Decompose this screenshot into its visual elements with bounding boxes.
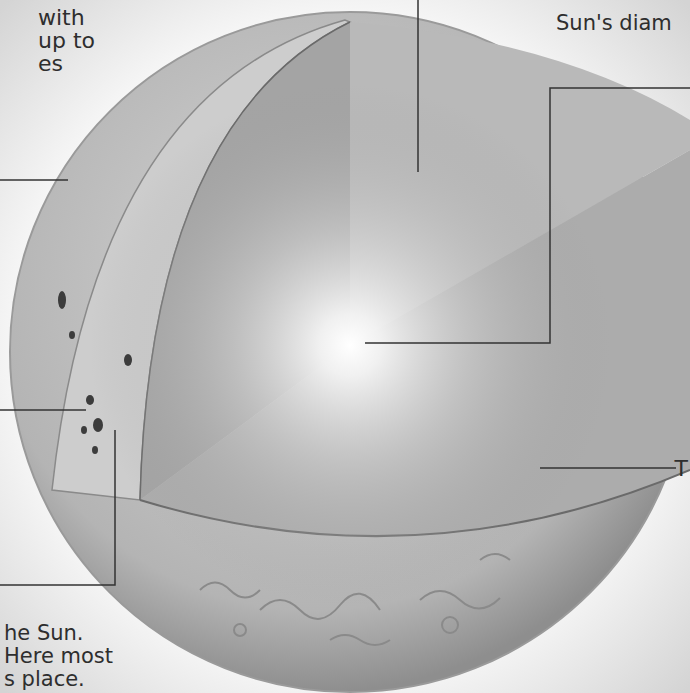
layer-note: he Sun. Here most s place. bbox=[4, 622, 129, 691]
layer-note: with up to es bbox=[38, 6, 110, 75]
sun-sphere bbox=[10, 12, 690, 692]
leader-lines bbox=[0, 0, 690, 585]
sunspots bbox=[58, 291, 132, 454]
layer-note: T bbox=[675, 457, 688, 480]
core-glow bbox=[90, 85, 610, 605]
size-note: Sun's diam bbox=[556, 12, 672, 35]
